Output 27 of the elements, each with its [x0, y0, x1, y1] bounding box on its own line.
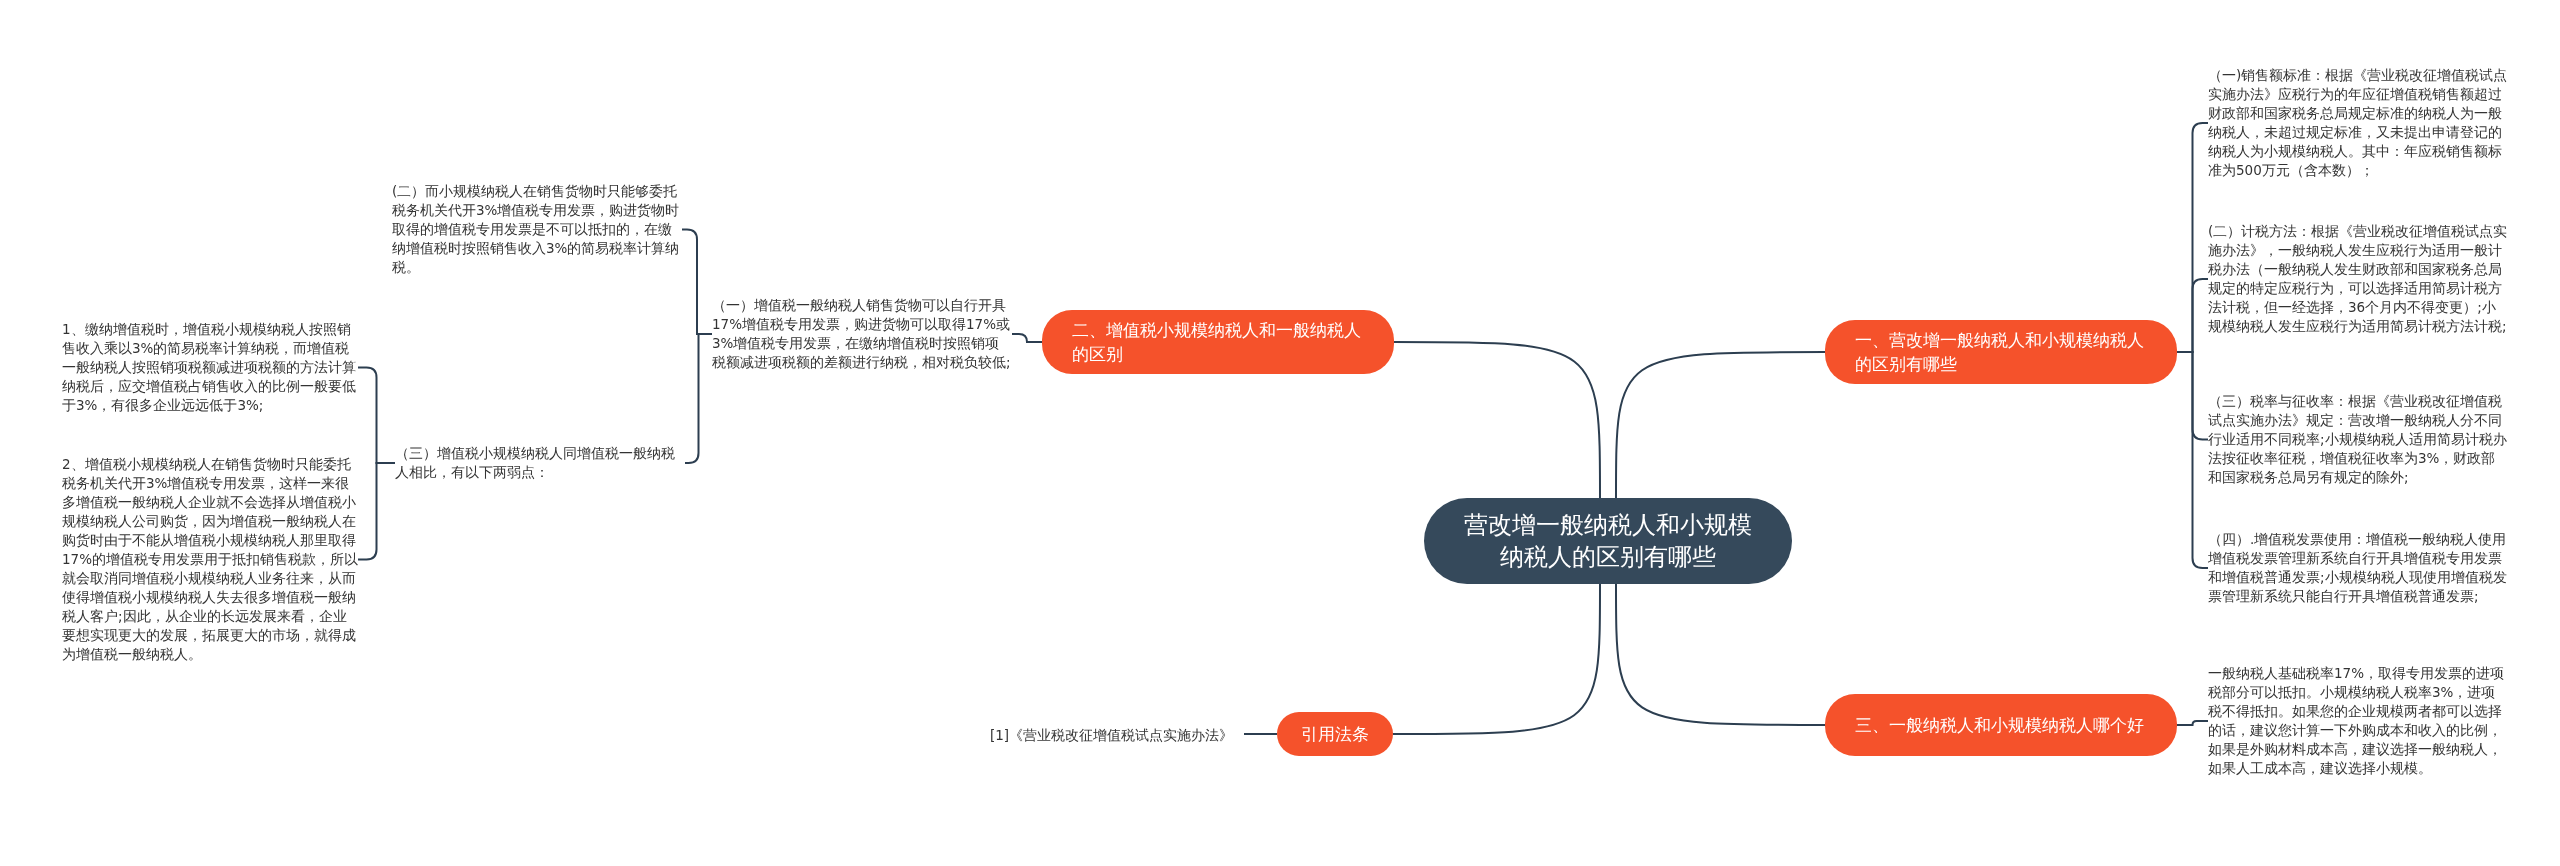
- note-text: (二）而小规模纳税人在销售货物时只能够委托税务机关代开3%增值税专用发票，购进货物时取得的增值税专用发票是不可以抵扣的，在缴纳增值税时按照销售收入3%的简易税率计算纳税。: [392, 182, 682, 277]
- connector: [2176, 720, 2209, 726]
- note-text: （一）增值税一般纳税人销售货物可以自行开具17%增值税专用发票，购进货物可以取得17%或3%增值税专用发票，在缴纳增值税时按照销项税额减进项税额的差额进行纳税，相对税负较低;: [712, 296, 1012, 372]
- connector: [1011, 333, 1043, 343]
- note-text: 2、增值税小规模纳税人在销售货物时只能委托税务机关代开3%增值税专用发票，这样一来很多增值税一般纳税人企业就不会选择从增值税小规模纳税人公司购货，因为增值税一般纳税人在购货时由于不能从增值税小规模纳税人那里取得17%的增值税专用发票用于抵扣销售税款，所以就会取消同增值税小规模纳税人业务往来，从而使得增值税小规模纳税人失去很多增值税一般纳税人客户;因此，从企业的长远发展来看，企业要想实现更大的发展，拓展更大的市场，就得成为增值税一般纳税人。: [62, 455, 358, 664]
- connector: [1615, 583, 1826, 726]
- note-text: （一)销售额标准：根据《营业税改征增值税试点实施办法》应税行为的年应征增值税销售额超过财政部和国家税务总局规定标准的纳税人为一般纳税人，未超过规定标准，又未提出申请登记的纳税人为小规模纳税人。其中：年应税销售额标准为500万元（含本数）；: [2208, 66, 2508, 180]
- connector: [1393, 341, 1601, 499]
- connector: [1392, 583, 1601, 735]
- branch-pill: [1825, 694, 2177, 756]
- note-text: （四）.增值税发票使用：增值税一般纳税人使用增值税发票管理新系统自行开具增值税专用发票和增值税普通发票;小规模纳税人现使用增值税发票管理新系统只能自行开具增值税普通发票;: [2208, 530, 2508, 606]
- branch-pill: [1825, 320, 2177, 384]
- note-text: 一般纳税人基础税率17%，取得专用发票的进项税部分可以抵扣。小规模纳税人税率3%，进项税不得抵扣。如果您的企业规模两者都可以选择的话，建议您计算一下外购成本和收入的比例，如果是外购材料成本高，建议选择一般纳税人，如果人工成本高，建议选择小规模。: [2208, 664, 2508, 778]
- connector: [1243, 733, 1278, 735]
- note-text: （三）税率与征收率：根据《营业税改征增值税试点实施办法》规定：营改增一般纳税人分不同行业适用不同税率;小规模纳税人适用简易计税办法按征收率征税，增值税征收率为3%，财政部和国家税务总局另有规定的除外;: [2208, 392, 2508, 487]
- note-text: 1、缴纳增值税时，增值税小规模纳税人按照销售收入乘以3%的简易税率计算纳税，而增值税一般纳税人按照销项税额减进项税额的方法计算纳税后，应交增值税占销售收入的比例一般要低于3%，有很多企业远远低于3%;: [62, 320, 358, 415]
- branch-label: 一、营改增一般纳税人和小规模纳税人的区别有哪些: [1855, 329, 2145, 376]
- topic-title: 营改增一般纳税人和小规模纳税人的区别有哪些: [1464, 510, 1752, 573]
- note-text: (二）计税方法：根据《营业税改征增值税试点实施办法》，一般纳税人发生应税行为适用一般计税办法（一般纳税人发生财政部和国家税务总局规定的特定应税行为，可以选择适用简易计税方法计税，但一经选择，36个月内不得变更）;小规模纳税人发生应税行为适用简易计税方法计税;: [2208, 222, 2508, 336]
- note-text: （三）增值税小规模纳税人同增值税一般纳税人相比，有以下两弱点：: [395, 444, 685, 482]
- branch-label: 引用法条: [1301, 723, 1369, 746]
- branch-label: 三、一般纳税人和小规模纳税人哪个好: [1855, 714, 2144, 737]
- branch-pill: [1042, 310, 1394, 374]
- connector: [1615, 351, 1826, 499]
- branch-pill: [1277, 712, 1393, 756]
- branch-label: 二、增值税小规模纳税人和一般纳税人的区别: [1072, 319, 1362, 366]
- note-text: [1]《营业税改征增值税试点实施办法》: [990, 726, 1244, 745]
